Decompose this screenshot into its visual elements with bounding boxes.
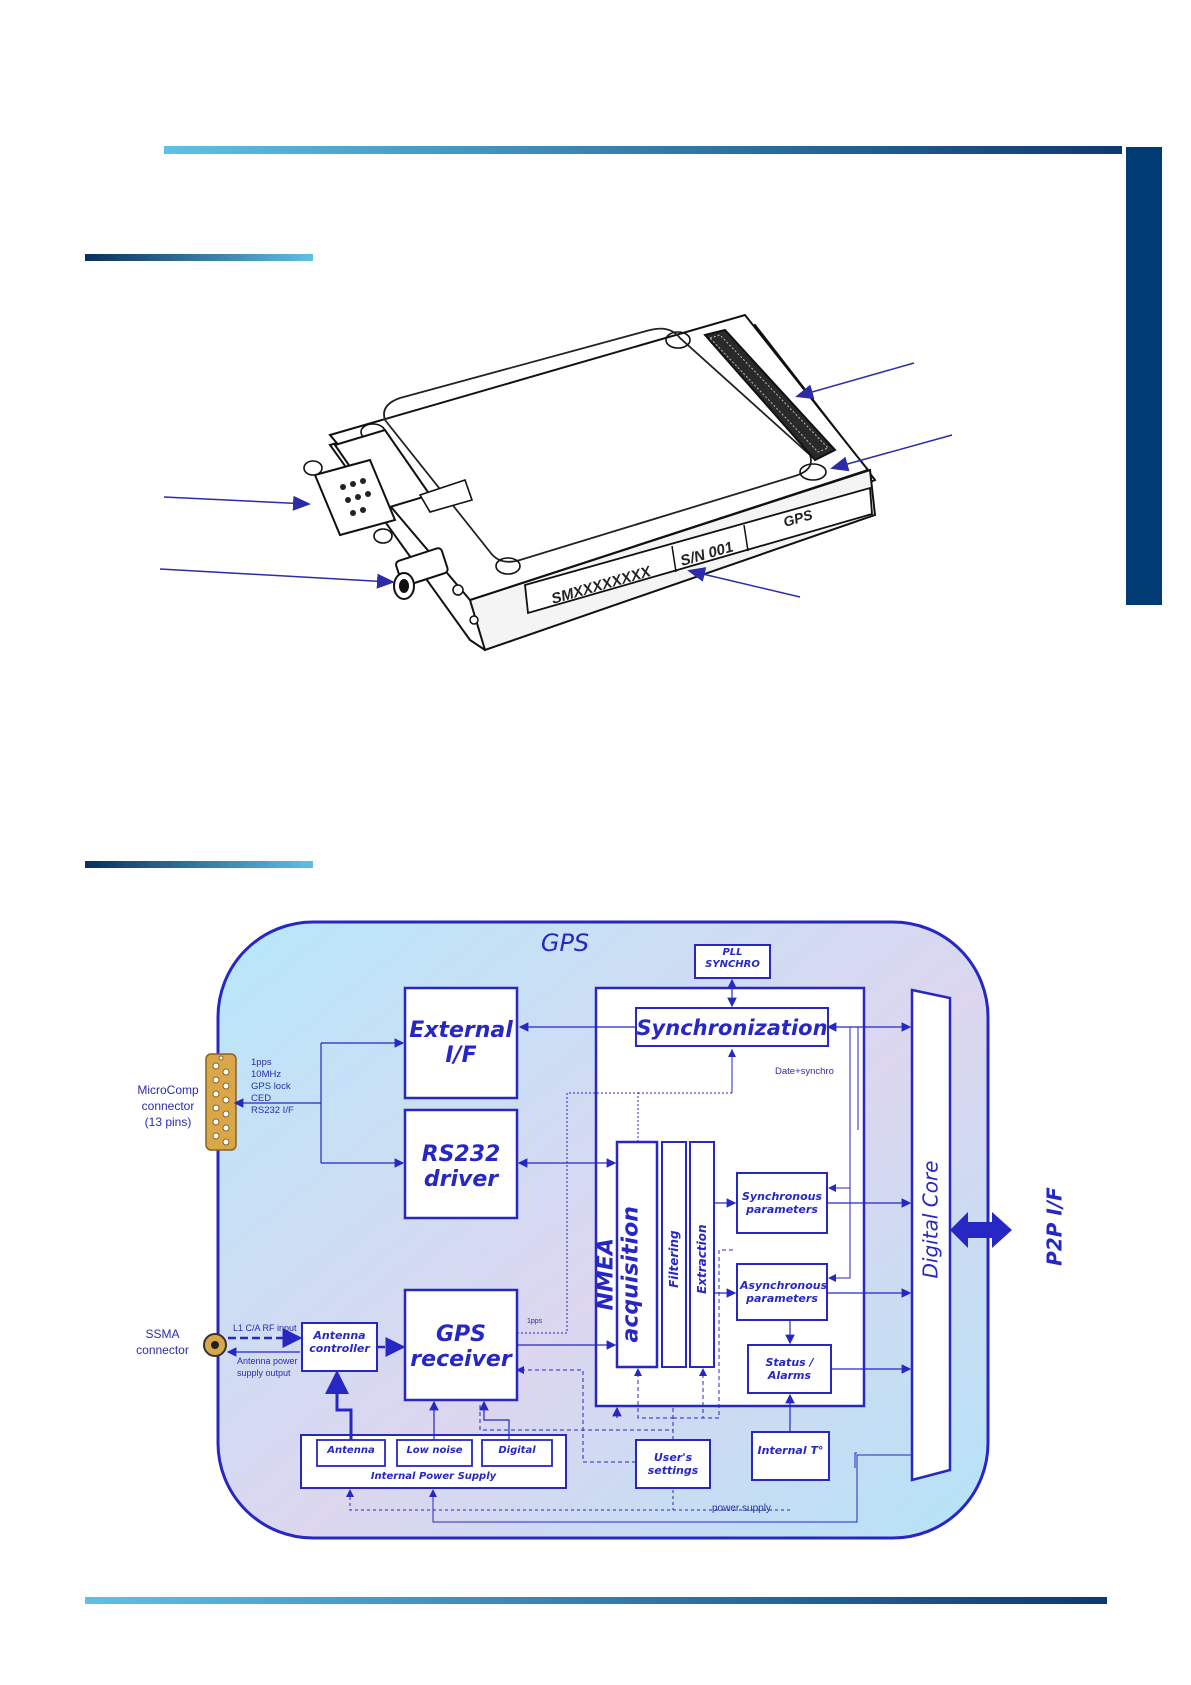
synchronization-box: Synchronization	[636, 1016, 828, 1040]
antenna-power-line-2: supply output	[237, 1367, 291, 1378]
signal-rs232: RS232 I/F	[251, 1104, 294, 1116]
signal-1pps: 1pps	[251, 1057, 272, 1068]
external-if-box: External I/F	[409, 1018, 513, 1069]
users-settings-box: User's settings	[647, 1451, 699, 1478]
pps-label: 1pps	[527, 1318, 543, 1325]
synchronous-parameters-box: Synchronous parameters	[742, 1190, 823, 1217]
microcomp-connector-label: MicroComp connector (13 pins)	[128, 1082, 208, 1131]
power-supply-label: power supply	[712, 1503, 771, 1514]
pll-synchro-box: PLL SYNCHRO	[705, 947, 760, 970]
internal-temp-box: Internal T°	[757, 1444, 824, 1457]
nmea-acquisition-box: NMEA acquisition	[593, 1206, 644, 1343]
ps-digital-box: Digital	[498, 1445, 536, 1456]
signal-10mhz: 10MHz	[251, 1068, 282, 1080]
section-rule-2	[85, 861, 313, 868]
microcomp-label-line-2: connector	[141, 1099, 195, 1114]
gps-receiver-box: GPS receiver	[410, 1322, 512, 1373]
signal-ced: CED	[251, 1092, 272, 1104]
microcomp-signals: 1pps 10MHz GPS lock CED RS232 I/F	[251, 1057, 294, 1116]
internal-power-supply-box: Internal Power Supply	[370, 1471, 497, 1482]
diagram-title: GPS	[540, 929, 590, 957]
status-alarms-box: Status / Alarms	[765, 1356, 814, 1383]
asynchronous-parameters-box: Asynchronous parameters	[740, 1279, 828, 1306]
ssma-label-line-1: SSMA	[145, 1327, 180, 1341]
section-rule-1	[85, 254, 313, 261]
ssma-connector-label: SSMA connector	[130, 1326, 195, 1358]
antenna-controller-box: Antenna controller	[309, 1329, 370, 1356]
side-tab	[1126, 147, 1162, 605]
p2p-if-label: P2P I/F	[1042, 1187, 1067, 1266]
ps-low-noise-box: Low noise	[406, 1445, 463, 1456]
microcomp-label-line-3: (13 pins)	[144, 1115, 192, 1130]
l1-rf-input-label: L1 C/A RF input	[233, 1323, 297, 1333]
extraction-box: Extraction	[694, 1224, 709, 1294]
gps-block-diagram: GPS External I/F RS232 driver GPS receiv…	[0, 910, 1191, 1555]
ssma-label-line-2: connector	[136, 1343, 189, 1358]
digital-core-box: Digital Core	[918, 1160, 943, 1279]
antenna-power-line-1: Antenna power	[237, 1356, 298, 1366]
microcomp-label-line-1: MicroComp	[137, 1083, 199, 1097]
antenna-power-output-label: Antenna power supply output	[237, 1356, 303, 1379]
filtering-box: Filtering	[666, 1230, 681, 1288]
device-illustration: SMXXXXXXXX S/N 001 GPS	[159, 313, 953, 652]
header-gradient-bar	[164, 146, 1122, 154]
rs232-driver-box: RS232 driver	[421, 1142, 501, 1193]
ps-antenna-box: Antenna	[327, 1445, 375, 1456]
date-synchro-label: Date+synchro	[775, 1066, 834, 1077]
footer-gradient-bar	[85, 1597, 1107, 1604]
signal-gps-lock: GPS lock	[251, 1080, 291, 1092]
